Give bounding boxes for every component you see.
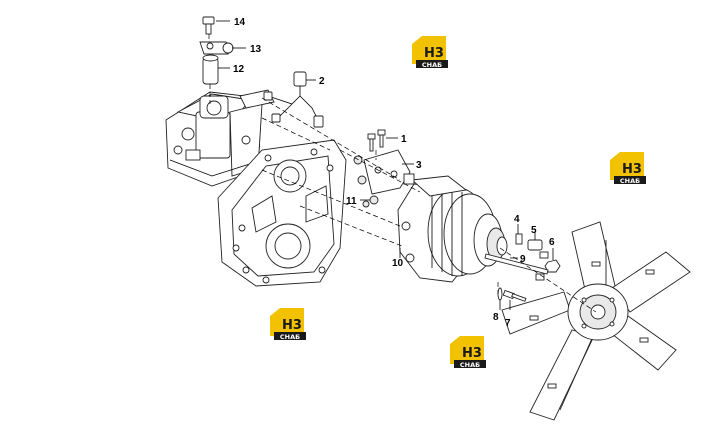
callout-8: 8 [493,312,499,323]
svg-text:H3: H3 [282,318,302,333]
svg-text:СНАБ: СНАБ [422,61,442,69]
svg-text:СНАБ: СНАБ [620,177,640,185]
watermark-logo: H3 СНАБ [610,152,646,185]
wiring-harness-2 [263,71,324,128]
callout-7: 7 [505,318,511,329]
svg-text:H3: H3 [424,46,444,61]
watermark-logo: H3 СНАБ [412,36,448,69]
bracket-13 [199,41,234,55]
watermark-logo: H3 СНАБ [270,308,306,341]
cooling-fan [501,221,691,421]
callout-6: 6 [549,237,555,248]
svg-text:H3: H3 [462,346,482,361]
assembly-lines [261,97,597,313]
callout-11: 11 [346,196,357,207]
svg-text:СНАБ: СНАБ [460,361,480,369]
callout-3: 3 [416,160,422,171]
bolts-1 [367,129,386,152]
shaft-9 [484,253,549,275]
callout-9: 9 [520,254,526,265]
washer-4 [515,233,523,245]
sleeve-12 [202,54,219,85]
leader-lines [216,20,554,310]
spacer-5 [527,239,549,259]
callout-1: 1 [401,134,407,145]
washer-8 [497,287,503,301]
callout-10: 10 [392,258,404,269]
callout-13: 13 [250,44,262,55]
nut-6 [544,259,561,273]
callout-4: 4 [514,214,520,225]
callout-12: 12 [233,64,245,75]
callout-14: 14 [234,17,246,28]
bolt-14 [202,16,215,35]
bolt-7 [502,289,527,302]
callout-labels: 14 13 12 2 1 3 11 10 4 5 6 9 8 7 [233,17,555,329]
nuts-11 [353,155,379,208]
svg-text:H3: H3 [622,162,642,177]
svg-text:СНАБ: СНАБ [280,333,300,341]
timing-cover [217,139,347,287]
alternator-10 [397,173,508,283]
watermark-logo: H3 СНАБ [450,336,486,369]
callout-2: 2 [319,76,325,87]
callout-5: 5 [531,225,537,236]
